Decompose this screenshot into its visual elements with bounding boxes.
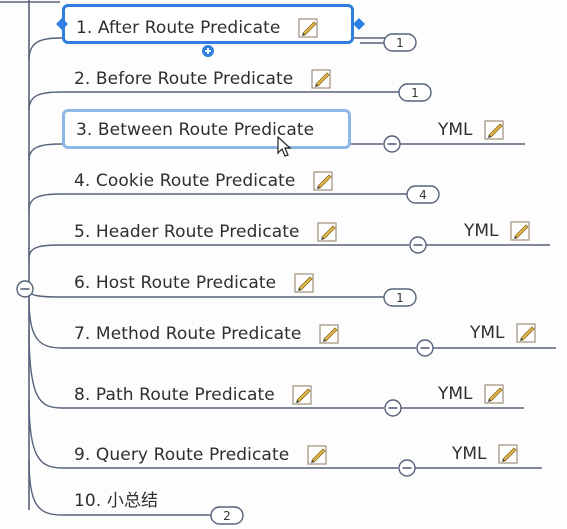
- note-edit-icon[interactable]: [484, 119, 504, 141]
- note-edit-icon[interactable]: [319, 323, 339, 345]
- note-edit-icon[interactable]: [498, 443, 518, 465]
- child-count-badge[interactable]: 2: [210, 506, 244, 525]
- collapse-minus-icon[interactable]: [409, 236, 427, 254]
- topic-label: 10. 小总结: [74, 491, 159, 511]
- collapse-minus-icon[interactable]: [16, 280, 34, 298]
- topic-9[interactable]: 9. Query Route Predicate: [74, 444, 327, 466]
- topic-3[interactable]: 3. Between Route Predicate: [76, 119, 314, 141]
- selection-handles[interactable]: [0, 0, 567, 60]
- branch-9: [28, 399, 398, 469]
- topic-2[interactable]: 2. Before Route Predicate: [74, 68, 331, 90]
- topic-label: 7. Method Route Predicate: [74, 324, 302, 344]
- topic-label: 2. Before Route Predicate: [74, 69, 294, 89]
- branch-5: [28, 244, 409, 259]
- branch-3: [28, 143, 383, 161]
- collapse-minus-icon[interactable]: [384, 399, 402, 417]
- child-count-badge[interactable]: 1: [398, 83, 432, 102]
- note-edit-icon[interactable]: [510, 220, 530, 242]
- child-count-badge[interactable]: 1: [383, 33, 417, 52]
- topic-label: 3. Between Route Predicate: [76, 120, 315, 140]
- branch-1: [28, 37, 385, 61]
- child-count-badge[interactable]: 4: [406, 185, 440, 204]
- topic-4[interactable]: 4. Cookie Route Predicate: [74, 170, 333, 192]
- note-edit-icon[interactable]: [484, 383, 504, 405]
- note-edit-icon[interactable]: [311, 68, 331, 90]
- topic-label: 5. Header Route Predicate: [74, 222, 300, 242]
- note-edit-icon[interactable]: [292, 384, 312, 406]
- note-edit-icon[interactable]: [307, 444, 327, 466]
- mouse-cursor-icon: [277, 136, 292, 157]
- hover-topic-frame: [62, 109, 351, 149]
- subtopic-yml[interactable]: YML: [470, 322, 536, 344]
- topic-8[interactable]: 8. Path Route Predicate: [74, 384, 312, 406]
- topic-7[interactable]: 7. Method Route Predicate: [74, 323, 339, 345]
- topic-label: 8. Path Route Predicate: [74, 385, 275, 405]
- svg-text:2: 2: [223, 509, 231, 523]
- topic-5[interactable]: 5. Header Route Predicate: [74, 221, 337, 243]
- branch-2: [28, 91, 400, 111]
- subtopic-yml[interactable]: YML: [438, 119, 504, 141]
- subtopic-label: YML: [452, 444, 487, 464]
- note-edit-icon[interactable]: [294, 272, 314, 294]
- subtopic-label: YML: [470, 323, 505, 343]
- collapse-minus-icon[interactable]: [416, 339, 434, 357]
- topic-6[interactable]: 6. Host Route Predicate: [74, 272, 314, 294]
- subtopic-yml[interactable]: YML: [452, 443, 518, 465]
- topic-10[interactable]: 10. 小总结: [74, 490, 158, 512]
- collapse-minus-icon[interactable]: [398, 459, 416, 477]
- note-edit-icon[interactable]: [313, 170, 333, 192]
- svg-text:1: 1: [396, 291, 404, 305]
- subtopic-label: YML: [438, 384, 473, 404]
- subtopic-label: YML: [438, 120, 473, 140]
- branch-8: [28, 329, 384, 409]
- topic-1[interactable]: 1. After Route Predicate: [76, 17, 318, 39]
- svg-text:1: 1: [396, 36, 404, 50]
- branch-4: [28, 193, 408, 211]
- svg-text:4: 4: [419, 188, 427, 202]
- topic-label: 4. Cookie Route Predicate: [74, 171, 296, 191]
- child-count-badge[interactable]: 1: [383, 288, 417, 307]
- topic-label: 9. Query Route Predicate: [74, 445, 290, 465]
- note-edit-icon[interactable]: [298, 17, 318, 39]
- branch-10: [28, 459, 212, 516]
- subtopic-yml[interactable]: YML: [464, 220, 530, 242]
- note-edit-icon[interactable]: [516, 322, 536, 344]
- note-edit-icon[interactable]: [317, 221, 337, 243]
- branch-7: [28, 299, 416, 349]
- collapse-minus-icon[interactable]: [383, 135, 401, 153]
- topic-label: 1. After Route Predicate: [76, 18, 281, 38]
- topic-label: 6. Host Route Predicate: [74, 273, 277, 293]
- svg-text:1: 1: [411, 86, 419, 100]
- subtopic-yml[interactable]: YML: [438, 383, 504, 405]
- subtopic-label: YML: [464, 221, 499, 241]
